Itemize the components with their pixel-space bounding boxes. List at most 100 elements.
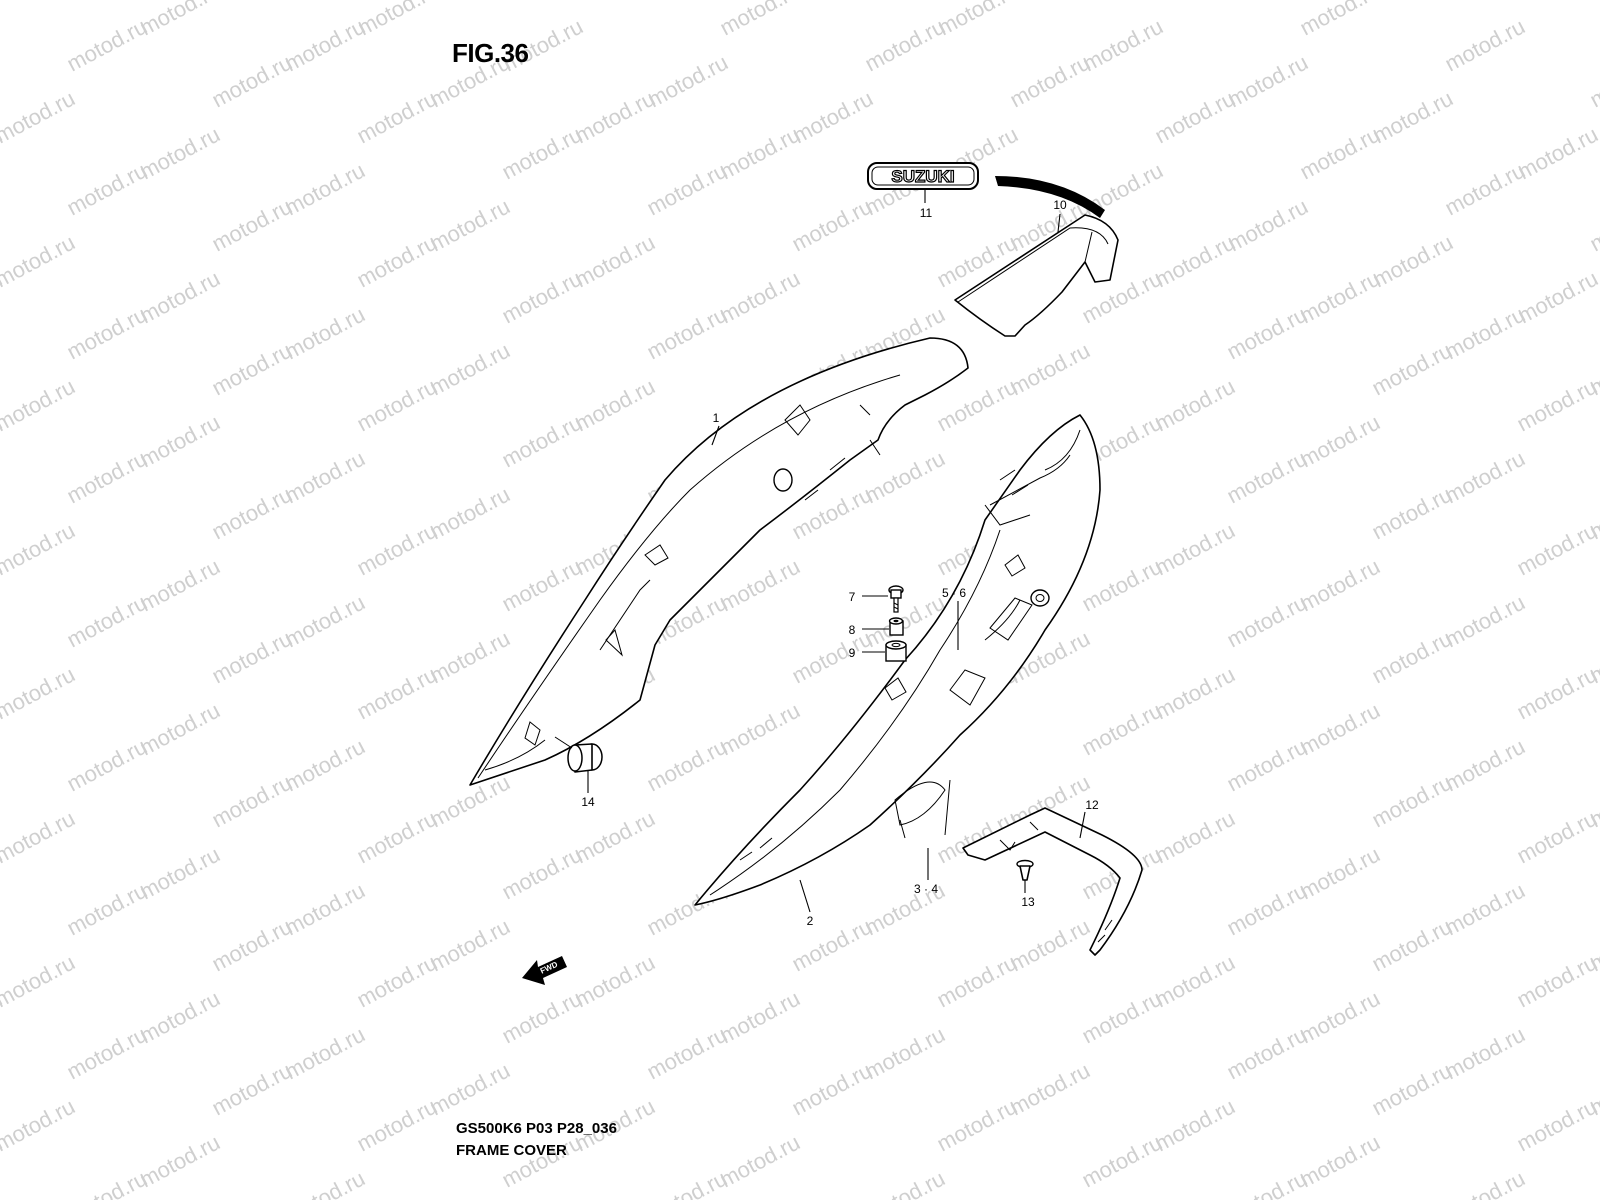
watermark-text: motod.ru: [933, 950, 1021, 1013]
watermark-text: motod.ru: [426, 626, 514, 689]
watermark-text: motod.ru: [136, 554, 224, 617]
watermark-text: motod.ru: [933, 1094, 1021, 1157]
watermark-text: motod.ru: [1368, 482, 1456, 545]
leader-lines: [587, 190, 1086, 913]
watermark-text: motod.ru: [1368, 1058, 1456, 1121]
watermark-text: motod.ru: [63, 590, 151, 653]
watermark-text: motod.ru: [716, 0, 804, 40]
watermark-text: motod.ru: [1006, 50, 1094, 113]
watermark-text: motod.ru: [208, 482, 296, 545]
watermark-text: motod.ru: [1006, 914, 1094, 977]
watermark-text: motod.ru: [353, 374, 441, 437]
watermark-text: motod.ru: [353, 806, 441, 869]
watermark-text: motod.ru: [571, 230, 659, 293]
watermark-text: motod.ru: [1296, 0, 1384, 40]
watermark-text: motod.ru: [0, 806, 79, 869]
watermark-text: motod.ru: [0, 86, 79, 149]
watermark-text: motod.ru: [1224, 194, 1312, 257]
watermark-text: motod.ru: [716, 554, 804, 617]
grommet-part: [554, 736, 603, 773]
watermark-text: motod.ru: [1513, 1094, 1600, 1157]
watermark-text: motod.ru: [498, 986, 586, 1049]
watermark-text: motod.ru: [1368, 770, 1456, 833]
watermark-text: motod.ru: [1296, 842, 1384, 905]
watermark-text: motod.ru: [426, 482, 514, 545]
watermark-text: motod.ru: [0, 662, 79, 725]
watermark-text: motod.ru: [643, 1022, 731, 1085]
left-frame-cover-part: [469, 337, 969, 786]
watermark-text: motod.ru: [571, 374, 659, 437]
watermark-text: motod.ru: [281, 1166, 369, 1200]
figure-name: FRAME COVER: [456, 1142, 567, 1159]
watermark-text: motod.ru: [0, 950, 79, 1013]
watermark-text: motod.ru: [498, 1130, 586, 1193]
watermark-text: motod.ru: [208, 338, 296, 401]
watermark-text: motod.ru: [136, 1130, 224, 1193]
callout-12: 12: [1085, 798, 1099, 812]
watermark-text: motod.ru: [861, 1022, 949, 1085]
watermark-text: motod.ru: [1514, 266, 1600, 329]
watermark-text: motod.ru: [1441, 1166, 1529, 1200]
callouts: 1 2 3 · 4 5 · 6 7 8 9 10 11 12 13 14: [581, 198, 1099, 928]
watermark-text: motod.ru: [208, 626, 296, 689]
watermark-text: motod.ru: [426, 338, 514, 401]
watermark-text: motod.ru: [208, 770, 296, 833]
watermark-text: motod.ru: [1368, 626, 1456, 689]
watermark-text: motod.ru: [1441, 446, 1529, 509]
figure-code: GS500K6 P03 P28_036: [456, 1120, 617, 1137]
watermark-text: motod.ru: [281, 446, 369, 509]
watermark-text: motod.ru: [353, 950, 441, 1013]
watermark-text: motod.ru: [0, 230, 79, 293]
watermark-text: motod.ru: [281, 1022, 369, 1085]
watermark-text: motod.ru: [1441, 14, 1529, 77]
watermark-text: motod.ru: [1151, 518, 1239, 581]
watermark-text: motod.ru: [1441, 734, 1529, 797]
watermark-text: motod.ru: [1296, 554, 1384, 617]
watermark-text: motod.ru: [1369, 86, 1457, 149]
watermark-text: motod.ru: [1078, 698, 1166, 761]
watermark-text: motod.ru: [208, 50, 296, 113]
watermark-text: motod.ru: [1296, 266, 1384, 329]
bracket-part: [962, 807, 1143, 956]
watermark-text: motod.ru: [1151, 86, 1239, 149]
forward-arrow-icon: FWD: [522, 956, 567, 985]
watermark-text: motod.ru: [63, 158, 151, 221]
watermark-text: motod.ru: [1223, 1022, 1311, 1085]
watermark-text: motod.ru: [1296, 122, 1384, 185]
watermark-text: motod.ru: [281, 14, 369, 77]
watermark-text: motod.ru: [788, 194, 876, 257]
watermark-text: motod.ru: [1224, 50, 1312, 113]
watermark-text: motod.ru: [1441, 878, 1529, 941]
watermark-text: motod.ru: [136, 266, 224, 329]
watermark-text: motod.ru: [1441, 1022, 1529, 1085]
watermark-text: motod.ru: [1513, 518, 1600, 581]
watermark-text: motod.ru: [281, 590, 369, 653]
watermark-text: motod.ru: [716, 986, 804, 1049]
callout-9: 9: [849, 646, 856, 660]
figure-title: FIG.36: [452, 38, 529, 68]
callout-5-6: 5 · 6: [942, 586, 966, 600]
watermark-text: motod.ru: [716, 266, 804, 329]
watermark-text: motod.ru: [1441, 302, 1529, 365]
watermark-text: motod.ru: [1223, 302, 1311, 365]
watermark-text: motod.ru: [1078, 1130, 1166, 1193]
watermark-text: motod.ru: [426, 194, 514, 257]
watermark-text: motod.ru: [136, 986, 224, 1049]
watermark-text: motod.ru: [861, 1166, 949, 1200]
callout-3-4: 3 · 4: [914, 882, 938, 896]
watermark-text: motod.ru: [861, 446, 949, 509]
watermark-text: motod.ru: [498, 122, 586, 185]
watermark-text: motod.ru: [1514, 122, 1600, 185]
cushion-part: [885, 640, 907, 662]
watermark-text: motod.ru: [1296, 1130, 1384, 1193]
watermark-text: motod.ru: [426, 1058, 514, 1121]
watermark-text: motod.ru: [136, 698, 224, 761]
callout-14: 14: [581, 795, 595, 809]
callout-10: 10: [1053, 198, 1067, 212]
watermark-text: motod.ru: [353, 518, 441, 581]
collar-part: [888, 617, 904, 636]
watermark-text: motod.ru: [1151, 662, 1239, 725]
watermark-text: motod.ru: [643, 1166, 731, 1200]
watermark-text: motod.ru: [643, 158, 731, 221]
callout-7: 7: [849, 590, 856, 604]
